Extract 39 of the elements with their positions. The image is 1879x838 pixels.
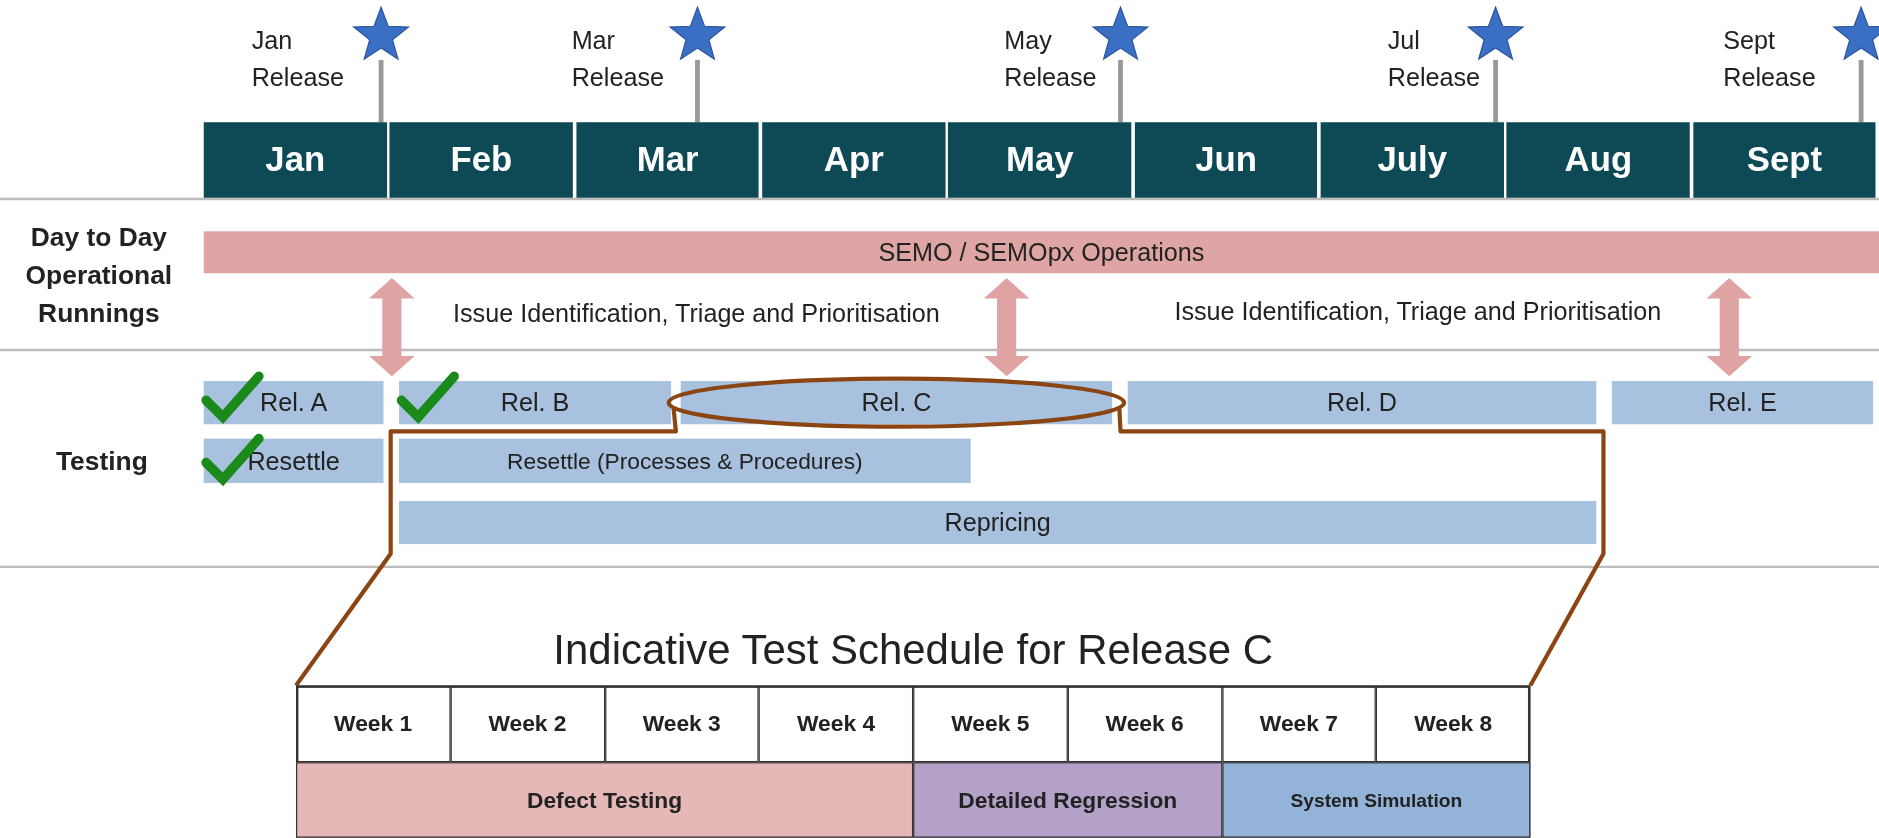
note-text: Issue Identification, Triage and Prioritisation [1174, 296, 1663, 327]
release-label: Mar Release [571, 25, 665, 94]
month-header: Jan [203, 122, 387, 198]
release-bar: Rel. E [1611, 381, 1874, 425]
note-text: Issue Identification, Triage and Prioritisation [453, 298, 941, 330]
release-label: May Release [1004, 25, 1098, 94]
table-cell: Week 2 [450, 685, 605, 763]
phase-bar: Detailed Regression [913, 762, 1223, 838]
row-heading: Day to Day Operational Runnings [24, 220, 174, 331]
block-arrow [369, 278, 415, 377]
release-label: Jul Release [1387, 25, 1482, 94]
task-bar: Resettle (Processes & Procedures) [399, 438, 971, 483]
month-header: Sept [1692, 122, 1877, 198]
month-header: Jun [1134, 122, 1318, 198]
row-heading: Testing [54, 444, 149, 478]
month-header: Mar [576, 122, 760, 198]
block-arrow [1706, 278, 1753, 377]
zoom-line [1117, 407, 1606, 687]
month-header: May [948, 122, 1132, 198]
month-header: Feb [389, 122, 573, 198]
month-header: Apr [762, 122, 946, 198]
release-bar: Rel. A [203, 381, 384, 425]
month-header: July [1320, 122, 1504, 198]
table-title: Indicative Test Schedule for Release C [552, 625, 1274, 675]
task-bar: Repricing [399, 500, 1597, 545]
phase-bar: System Simulation [1222, 762, 1531, 838]
highlight-ellipse [666, 376, 1127, 429]
task-bar: Resettle [203, 438, 384, 483]
zoom-line [294, 407, 678, 687]
operations-bar: SEMO / SEMOpx Operations [203, 231, 1879, 274]
month-header: Aug [1506, 122, 1690, 198]
table-cell: Week 4 [758, 685, 914, 763]
release-bar: Rel. B [399, 381, 672, 425]
release-bar: Rel. D [1127, 381, 1597, 425]
release-label: Sept Release [1723, 25, 1817, 94]
table-cell: Week 1 [296, 685, 451, 763]
phase-bar: Defect Testing [296, 762, 914, 838]
block-arrow [983, 278, 1030, 377]
release-label: Jan Release [251, 25, 345, 94]
